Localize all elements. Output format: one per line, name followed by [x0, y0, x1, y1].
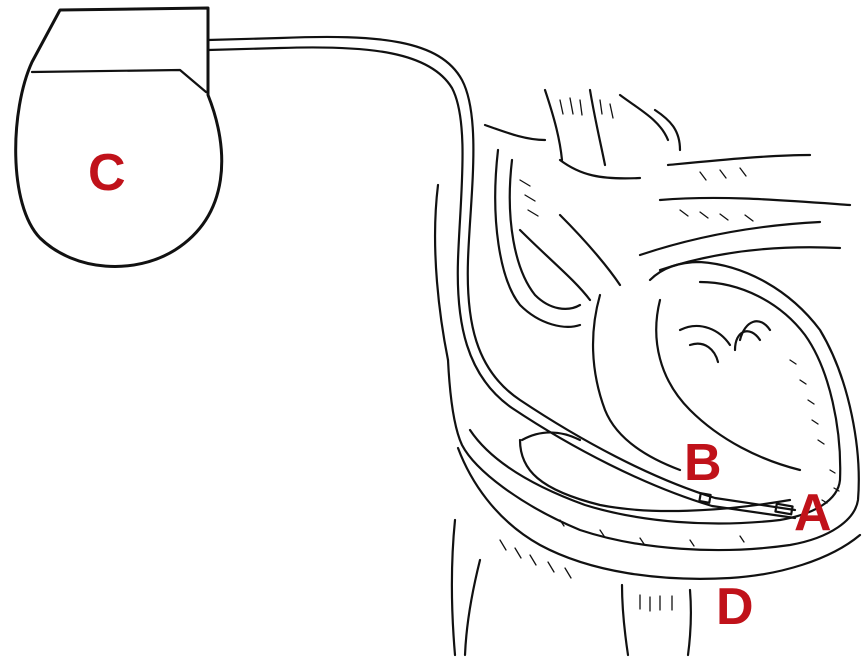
pulse-generator [16, 8, 222, 266]
heart-outline [448, 262, 860, 655]
label-a: A [794, 484, 832, 542]
label-b: B [684, 434, 722, 492]
label-d: D [716, 578, 754, 636]
great-vessels [435, 90, 850, 360]
label-c: C [88, 144, 126, 202]
